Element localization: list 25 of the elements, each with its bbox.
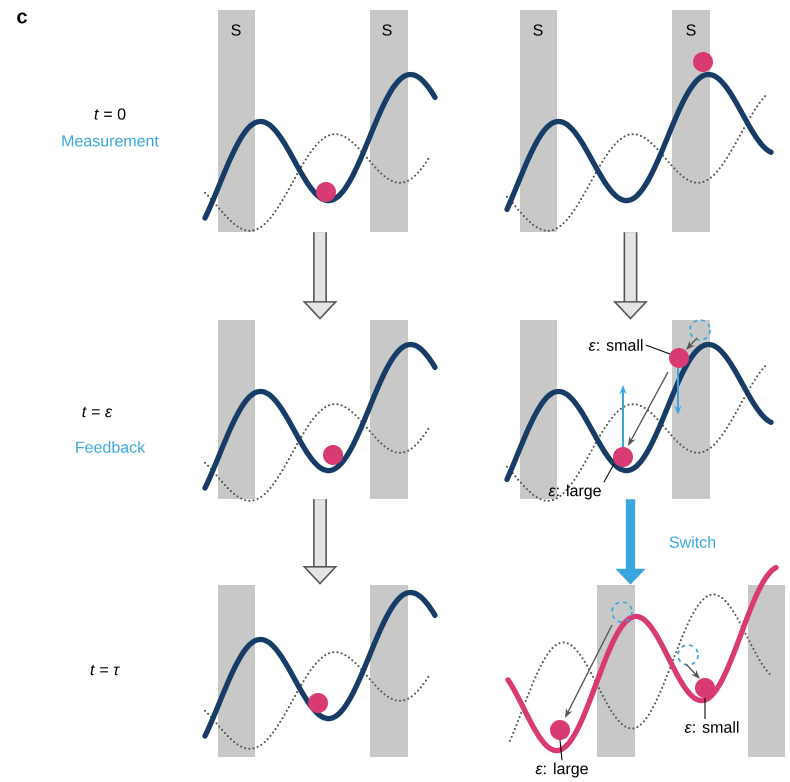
leader-line	[704, 698, 706, 719]
annotation-text: ε: small	[588, 339, 642, 351]
step-label: Feedback	[76, 441, 146, 453]
step-label: Measurement	[62, 135, 159, 147]
leader-line	[603, 464, 614, 483]
bar-label: S	[382, 24, 392, 36]
time-label: t = ε	[82, 406, 112, 418]
wave-panel-drawing	[504, 10, 774, 232]
leader-line	[646, 344, 670, 354]
annotation-text: ε: large	[548, 484, 601, 500]
time-label: t = τ	[90, 664, 120, 676]
annotation-text: ε: large	[536, 762, 588, 778]
time-label: t = 0	[94, 108, 126, 120]
wave-panel-drawing	[202, 10, 438, 232]
wave-panel-drawing	[504, 319, 774, 502]
bar-label: S	[231, 24, 241, 36]
wave-panel-drawing	[202, 320, 438, 502]
wave-panel-drawing	[505, 564, 785, 757]
leader-line	[559, 740, 563, 760]
panel-letter: c	[17, 12, 27, 24]
bar-label: S	[533, 24, 543, 36]
wave-panel-drawing	[202, 585, 438, 757]
bar-label: S	[686, 24, 696, 36]
edge-label: Switch	[670, 536, 716, 548]
annotation-text: ε: small	[684, 721, 738, 733]
